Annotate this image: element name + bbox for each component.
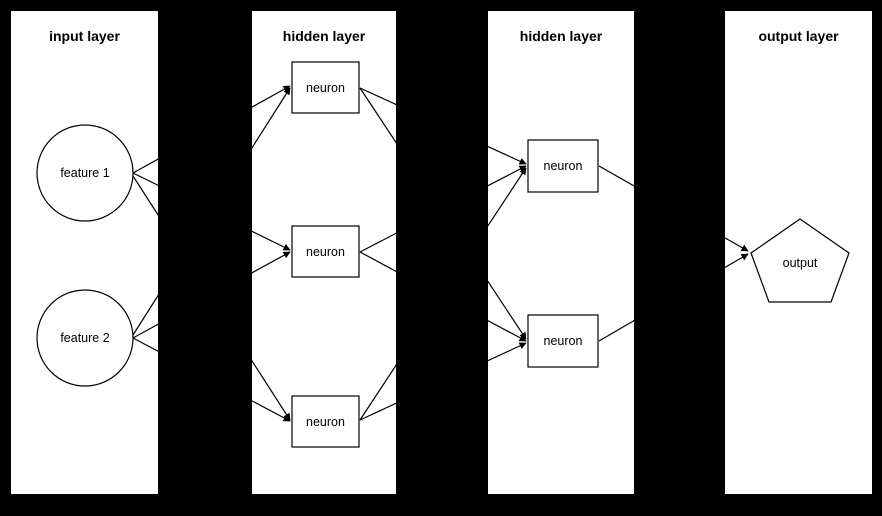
node-shape-output-0[interactable] — [750, 218, 850, 303]
layer-title-input: input layer — [49, 28, 120, 44]
node-label-hidden2-0: neuron — [543, 158, 583, 173]
layer-title-output: output layer — [758, 28, 839, 44]
node-label-hidden1-0: neuron — [306, 80, 345, 95]
node-shape-hidden1-2[interactable] — [291, 395, 360, 448]
node-label-hidden1-1: neuron — [306, 244, 345, 259]
node-label-hidden1-2: neuron — [306, 414, 345, 429]
node-shape-hidden2-0[interactable] — [527, 139, 599, 193]
node-label-input-1: feature 2 — [60, 330, 110, 345]
node-shape-hidden1-0[interactable] — [291, 61, 360, 114]
node-shape-input-0[interactable] — [36, 124, 134, 222]
node-label-input-0: feature 1 — [60, 165, 110, 180]
layer-title-hidden1: hidden layer — [282, 28, 366, 44]
layer-title-hidden2: hidden layer — [519, 28, 603, 44]
node-shape-hidden1-1[interactable] — [291, 225, 360, 278]
node-label-hidden2-1: neuron — [543, 333, 583, 348]
panel-gap-1 — [396, 0, 488, 516]
panel-gap-2 — [634, 0, 725, 516]
node-label-output-0: output — [782, 255, 818, 270]
panel-gap-0 — [158, 0, 252, 516]
node-shape-hidden2-1[interactable] — [527, 314, 599, 368]
node-shape-input-1[interactable] — [36, 289, 134, 387]
